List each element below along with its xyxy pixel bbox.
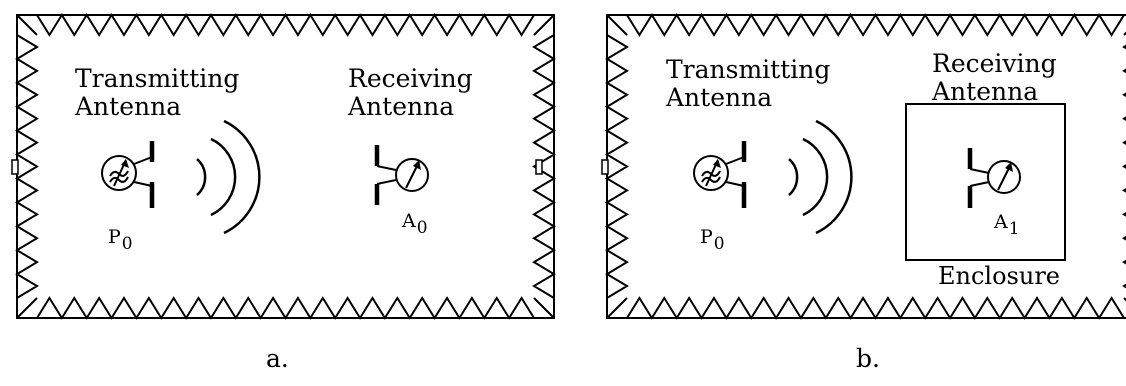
chamber-port-left <box>601 159 609 175</box>
absorber-cones <box>15 13 556 320</box>
chamber-wall <box>16 14 555 319</box>
meter-symbol: A0 <box>402 210 428 238</box>
absorber-zigzag <box>15 13 556 320</box>
transmitting-antenna <box>101 141 155 208</box>
transmitting-antenna <box>693 141 747 208</box>
receiving-antenna <box>967 148 1021 208</box>
meter-symbol: A1 <box>994 211 1020 239</box>
chamber-port-left <box>11 159 19 175</box>
power-symbol: P0 <box>108 226 133 254</box>
label-line: Antenna <box>75 92 182 121</box>
label-line: Antenna <box>666 83 773 112</box>
receiving-antenna-label: Receiving Antenna <box>348 65 473 121</box>
receiving-antenna <box>374 145 429 205</box>
receiving-antenna-label: Receiving Antenna <box>932 50 1057 106</box>
absorber-cones <box>605 13 1126 320</box>
label-line: Antenna <box>348 92 455 121</box>
panel-caption: a. <box>266 344 289 373</box>
panel-b: Transmitting Antenna Receiving Antenna P… <box>590 0 1126 386</box>
enclosure-label: Enclosure <box>938 262 1060 290</box>
transmitting-antenna-label: Transmitting Antenna <box>75 65 239 121</box>
panel-a-drawing <box>11 13 556 320</box>
panel-b-drawing <box>601 13 1126 320</box>
label-line: Receiving <box>932 49 1057 78</box>
radio-waves-icon <box>196 119 261 235</box>
label-line: Receiving <box>348 64 473 93</box>
power-symbol: P0 <box>700 226 725 254</box>
label-line: Transmitting <box>666 55 831 84</box>
chamber-port-right <box>535 159 543 175</box>
absorber-zigzag <box>605 13 1126 320</box>
panel-caption: b. <box>856 344 880 373</box>
label-line: Transmitting <box>75 64 240 93</box>
transmitting-antenna-label: Transmitting Antenna <box>666 56 830 112</box>
panel-a: Transmitting Antenna Receiving Antenna P… <box>0 0 556 386</box>
radio-waves-icon <box>788 119 853 235</box>
label-line: Antenna <box>932 77 1039 106</box>
